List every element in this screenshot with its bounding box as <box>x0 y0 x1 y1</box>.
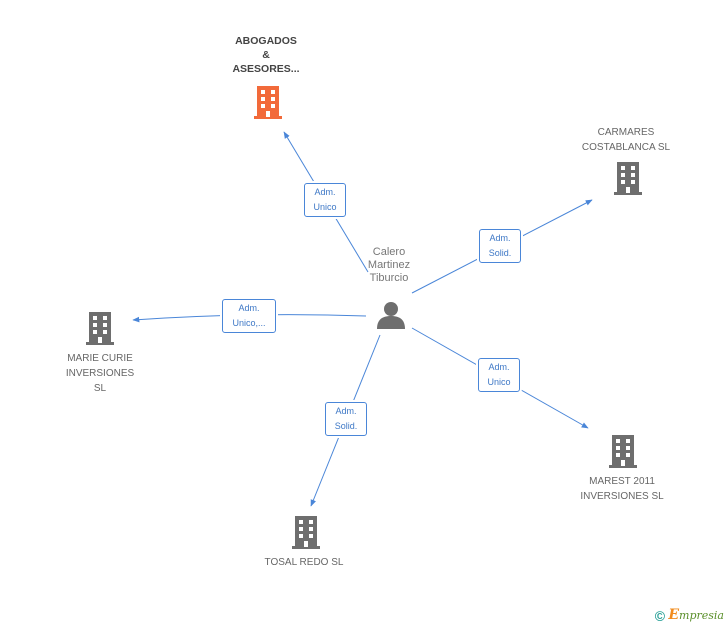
role-badge-marie[interactable]: Adm. Unico,... <box>222 299 276 333</box>
building-icon[interactable] <box>252 84 284 120</box>
center-name-line: Calero <box>372 246 406 258</box>
node-name-line: SL <box>93 383 107 394</box>
role-line: Unico <box>313 202 337 212</box>
node-name-line: INVERSIONES SL <box>580 491 664 502</box>
center-person-name[interactable]: Calero Martinez Tiburcio <box>354 246 424 285</box>
node-name-line: ASESORES... <box>232 63 300 75</box>
node-label-marie[interactable]: MARIE CURIE INVERSIONES SL <box>50 351 150 396</box>
node-label-abogados[interactable]: ABOGADOS & ASESORES... <box>218 34 314 76</box>
role-line: Solid. <box>334 421 358 431</box>
role-badge-abogados[interactable]: Adm. Unico <box>304 183 346 217</box>
building-icon[interactable] <box>607 433 639 469</box>
brand-name: mpresia <box>679 609 724 623</box>
role-badge-tosal[interactable]: Adm. Solid. <box>325 402 367 436</box>
brand-footer[interactable]: © Empresia <box>655 607 724 624</box>
node-label-tosal[interactable]: TOSAL REDO SL <box>254 555 354 570</box>
building-icon[interactable] <box>84 310 116 346</box>
node-name-line: COSTABLANCA SL <box>581 142 671 153</box>
node-name-line: CARMARES <box>597 127 655 138</box>
role-line: Adm. <box>489 233 511 243</box>
role-line: Unico <box>487 377 511 387</box>
role-line: Adm. <box>314 187 336 197</box>
node-name-line: INVERSIONES <box>65 368 135 379</box>
role-badge-carmares[interactable]: Adm. Solid. <box>479 229 521 263</box>
role-line: Unico,... <box>232 318 266 328</box>
node-name-line: MARIE CURIE <box>67 353 133 364</box>
node-label-carmares[interactable]: CARMARES COSTABLANCA SL <box>570 125 682 155</box>
role-line: Adm. <box>238 303 260 313</box>
person-icon[interactable] <box>376 300 406 330</box>
role-line: Adm. <box>488 362 510 372</box>
role-line: Solid. <box>488 248 512 258</box>
copyright-icon: © <box>654 608 666 624</box>
node-name-line: TOSAL REDO SL <box>264 557 344 568</box>
role-badge-marest[interactable]: Adm. Unico <box>478 358 520 392</box>
node-name-line: ABOGADOS <box>235 35 297 47</box>
brand-logo-letter: E <box>668 607 680 624</box>
node-name-line: MAREST 2011 <box>589 476 655 487</box>
center-name-line: Martinez <box>367 259 411 271</box>
center-name-line: Tiburcio <box>369 272 409 284</box>
building-icon[interactable] <box>290 514 322 550</box>
node-label-marest[interactable]: MAREST 2011 INVERSIONES SL <box>566 474 678 504</box>
role-line: Adm. <box>335 406 357 416</box>
node-name-line: & <box>262 49 270 61</box>
building-icon[interactable] <box>612 160 644 196</box>
